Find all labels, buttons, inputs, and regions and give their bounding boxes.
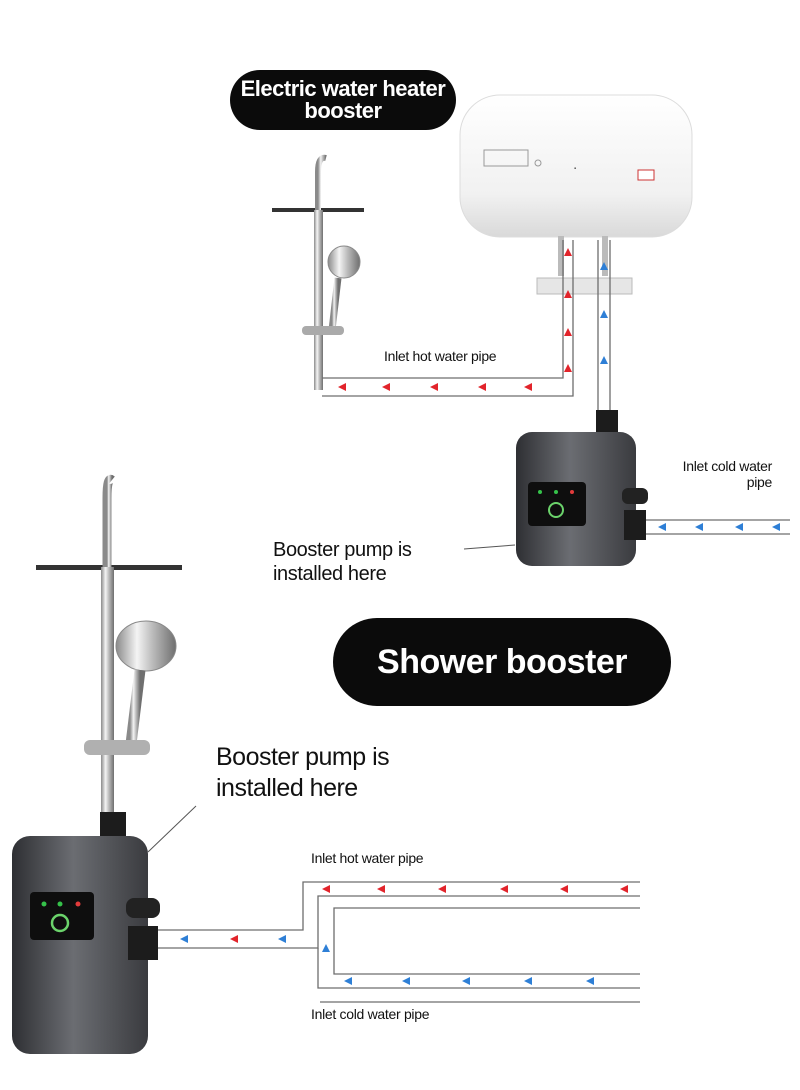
flow-arrow-icon xyxy=(438,885,446,893)
flow-arrow-icon xyxy=(564,248,572,256)
shower-icon xyxy=(36,474,182,842)
bottom-pump-leader-line xyxy=(147,805,197,853)
bottom-pump-installed-label: Booster pump is installed here xyxy=(216,743,390,802)
flow-arrow-icon xyxy=(600,262,608,270)
flow-arrow-icon xyxy=(430,383,438,391)
top-inlet-hot-label: Inlet hot water pipe xyxy=(384,348,497,364)
flow-arrow-icon xyxy=(620,885,628,893)
top-inlet-cold-label: Inlet cold water pipe xyxy=(682,458,773,490)
flow-arrow-icon xyxy=(524,977,532,985)
top-pipes xyxy=(322,240,790,535)
flow-arrow-icon xyxy=(322,944,330,952)
water-heater-icon xyxy=(459,94,693,295)
flow-arrow-icon xyxy=(600,356,608,364)
heater-brand-mark: ▪ xyxy=(574,166,577,172)
flow-arrow-icon xyxy=(564,364,572,372)
flow-arrow-icon xyxy=(524,383,532,391)
bottom-inlet-cold-label: Inlet cold water pipe xyxy=(311,1006,430,1022)
bottom-cold-arrows xyxy=(180,935,594,985)
flow-arrow-icon xyxy=(564,328,572,336)
booster-pump-icon xyxy=(12,836,160,1054)
top-pump-leader-line xyxy=(463,544,516,550)
flow-arrow-icon xyxy=(772,523,780,531)
top-cold-arrows xyxy=(600,262,780,531)
heater-booster-title: Electric water heater booster xyxy=(230,70,456,130)
top-pump-installed-label: Booster pump is installed here xyxy=(273,539,412,585)
flow-arrow-icon xyxy=(564,290,572,298)
flow-arrow-icon xyxy=(658,523,666,531)
flow-arrow-icon xyxy=(180,935,188,943)
top-hot-arrows xyxy=(338,248,572,391)
flow-arrow-icon xyxy=(382,383,390,391)
shower-booster-title: Shower booster xyxy=(333,618,671,706)
flow-arrow-icon xyxy=(695,523,703,531)
shower-icon xyxy=(272,154,364,390)
bottom-pipes xyxy=(158,881,640,1003)
flow-arrow-icon xyxy=(402,977,410,985)
flow-arrow-icon xyxy=(377,885,385,893)
flow-arrow-icon xyxy=(230,935,238,943)
flow-arrow-icon xyxy=(338,383,346,391)
flow-arrow-icon xyxy=(344,977,352,985)
flow-arrow-icon xyxy=(278,935,286,943)
flow-arrow-icon xyxy=(462,977,470,985)
flow-arrow-icon xyxy=(560,885,568,893)
flow-arrow-icon xyxy=(322,885,330,893)
flow-arrow-icon xyxy=(500,885,508,893)
bottom-hot-arrows xyxy=(230,885,628,943)
bottom-inlet-hot-label: Inlet hot water pipe xyxy=(311,850,424,866)
flow-arrow-icon xyxy=(478,383,486,391)
flow-arrow-icon xyxy=(586,977,594,985)
flow-arrow-icon xyxy=(600,310,608,318)
booster-pump-icon xyxy=(516,410,648,566)
flow-arrow-icon xyxy=(735,523,743,531)
